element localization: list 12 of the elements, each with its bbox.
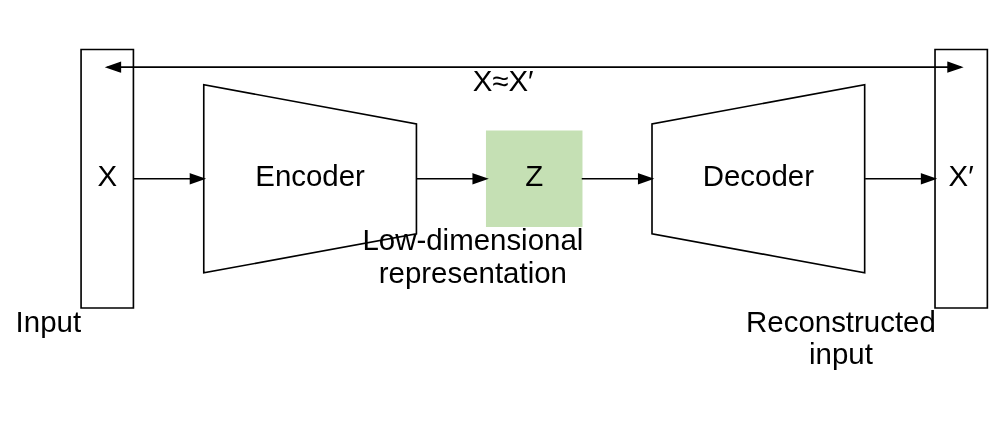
node-label: Reconstructed input	[746, 304, 936, 371]
node-label: Input	[15, 304, 82, 338]
node-box: Z	[485, 130, 583, 228]
edge-label: X≈X′	[472, 63, 534, 97]
arrow	[864, 173, 938, 185]
node-box: Decoder	[651, 83, 866, 274]
node-box: X′	[934, 48, 989, 309]
arrow	[416, 173, 489, 185]
arrow	[104, 61, 964, 73]
arrow	[580, 173, 655, 185]
arrow	[132, 173, 207, 185]
node-box: X	[80, 48, 135, 309]
